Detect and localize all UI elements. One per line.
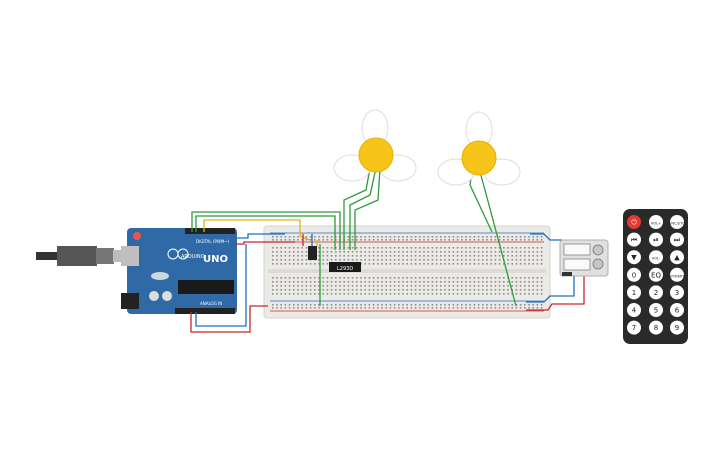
ir-receiver[interactable] [308, 246, 317, 260]
remote-button-3[interactable] [670, 215, 684, 229]
remote-button-label: VOL+ [651, 222, 661, 226]
remote-button-label: 8 [654, 324, 658, 332]
remote-button-label: 5 [654, 307, 658, 315]
remote-button-label: 7 [632, 324, 636, 332]
remote-button-9[interactable] [670, 250, 684, 265]
remote-button-label: 1 [632, 289, 636, 297]
remote-button-4[interactable] [627, 232, 641, 247]
remote-button-label: EQ [651, 271, 661, 279]
atmega-chip [178, 280, 234, 294]
remote-button-label: 3 [675, 289, 679, 297]
remote-button-21[interactable] [670, 320, 684, 335]
remote-button-10[interactable] [627, 267, 641, 282]
ic-label: L293D [337, 266, 353, 272]
remote-button-label: ▼ [631, 254, 637, 262]
remote-button-label: VOL- [652, 257, 661, 261]
remote-button-label: ⏯ [653, 236, 659, 244]
remote-button-label: ST/REPT [670, 274, 686, 278]
remote-button-2[interactable] [649, 215, 663, 229]
remote-button-6[interactable] [670, 232, 684, 247]
remote-button-16[interactable] [627, 303, 641, 317]
remote-button-label: ▲ [674, 254, 680, 262]
remote-button-1[interactable] [627, 215, 641, 229]
remote-button-20[interactable] [649, 320, 663, 335]
dc-motor-2[interactable] [437, 111, 521, 186]
battery-holder[interactable] [559, 239, 609, 277]
remote-button-label: 9 [675, 324, 679, 332]
power-analog-header [175, 308, 235, 314]
analog-label: ANALOG IN [200, 301, 222, 306]
arduino-uno-board[interactable]: UNO ARDUINO DIGITAL (PWM~) ANALOG IN [121, 228, 237, 314]
remote-button-15[interactable] [670, 285, 684, 300]
remote-button-label: 6 [675, 307, 680, 315]
remote-button-19[interactable] [627, 320, 641, 335]
remote-button-18[interactable] [670, 303, 684, 317]
remote-button-12[interactable] [670, 267, 684, 282]
arduino-brand: UNO [203, 254, 228, 265]
digital-label: DIGITAL (PWM~) [196, 239, 230, 244]
remote-button-13[interactable] [627, 285, 641, 300]
reset-button[interactable] [133, 232, 141, 240]
remote-button-label: FUNC/STOP [667, 222, 688, 226]
remote-button-label: 0 [632, 271, 636, 279]
remote-button-label: 2 [654, 289, 658, 297]
remote-button-11[interactable] [649, 267, 663, 282]
breadboard[interactable] [263, 225, 551, 319]
dc-motor-1[interactable] [333, 109, 417, 182]
arduino-sub-brand: ARDUINO [181, 254, 205, 260]
remote-button-5[interactable] [649, 232, 663, 247]
digital-header [185, 228, 235, 234]
motor-driver-ic[interactable]: L293D [329, 262, 361, 272]
ir-remote[interactable]: ⏻ VOL+ FUNC/STOP ⏮ ⏯ ⏭ ▼ VOL- ▲ 0 EQ ST/REPT 1 2 3 4 5 6 7… [623, 209, 688, 344]
remote-button-label: ⏻ [631, 219, 637, 227]
wires [190, 167, 585, 333]
remote-button-label: 4 [632, 307, 637, 315]
remote-button-8[interactable] [649, 250, 663, 265]
remote-button-7[interactable] [627, 250, 641, 265]
remote-button-14[interactable] [649, 285, 663, 300]
remote-button-label: ⏭ [674, 236, 681, 244]
remote-button-17[interactable] [649, 303, 663, 317]
usb-cable [36, 246, 133, 266]
remote-button-label: ⏮ [631, 236, 637, 244]
